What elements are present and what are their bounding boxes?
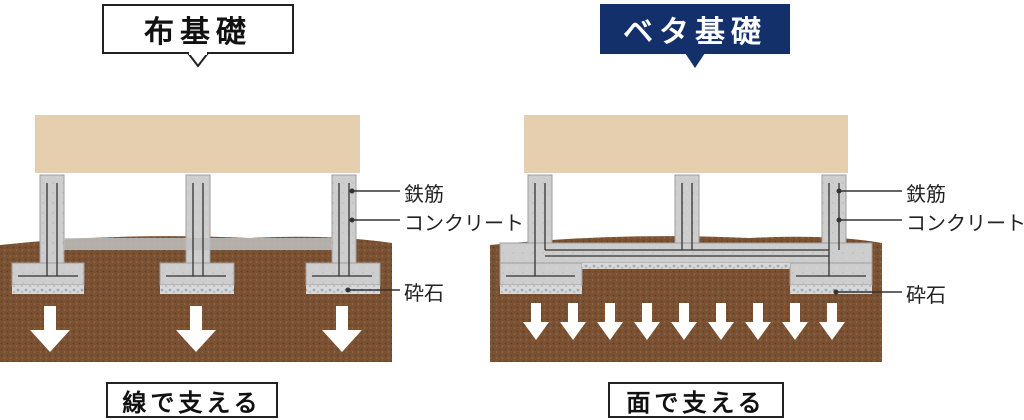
right-label-concrete: コンクリート <box>906 211 1024 235</box>
right-footing-left <box>499 262 583 286</box>
right-slab <box>499 242 873 264</box>
title-nuno-kiso: 布基礎 <box>102 4 294 54</box>
right-gravel-left <box>500 285 582 294</box>
title-beta-kiso: ベタ基礎 <box>600 4 790 54</box>
left-arrow-2 <box>176 306 216 352</box>
right-wall-1 <box>527 174 553 256</box>
right-wood-floor <box>524 115 848 173</box>
caption-line-support: 線で支える <box>106 382 278 418</box>
left-diagram <box>0 115 400 362</box>
left-footing-1 <box>11 262 85 286</box>
caption-surface-support: 面で支える <box>608 382 784 418</box>
left-footing-2 <box>159 262 235 286</box>
right-label-gravel: 砕石 <box>906 283 946 307</box>
left-arrow-3 <box>322 306 362 352</box>
right-arrows <box>523 303 845 340</box>
left-label-gravel: 砕石 <box>404 281 444 305</box>
left-label-rebar: 鉄筋 <box>404 182 444 206</box>
left-footing-3 <box>305 262 381 286</box>
right-label-rebar: 鉄筋 <box>906 182 946 206</box>
right-footing-right <box>789 262 873 286</box>
left-gravel-3 <box>306 285 380 294</box>
left-ground-slab <box>64 238 332 250</box>
left-arrow-1 <box>30 306 70 352</box>
left-soil <box>0 236 392 362</box>
left-wood-floor <box>35 115 360 173</box>
right-diagram <box>490 115 902 362</box>
left-wall-2 <box>185 174 211 266</box>
title-right-pointer <box>685 53 705 68</box>
left-wall-1 <box>39 174 65 266</box>
left-gravel-1 <box>12 285 84 294</box>
left-label-concrete: コンクリート <box>404 211 524 235</box>
left-gravel-2 <box>160 285 234 294</box>
right-gravel-right <box>790 285 872 294</box>
